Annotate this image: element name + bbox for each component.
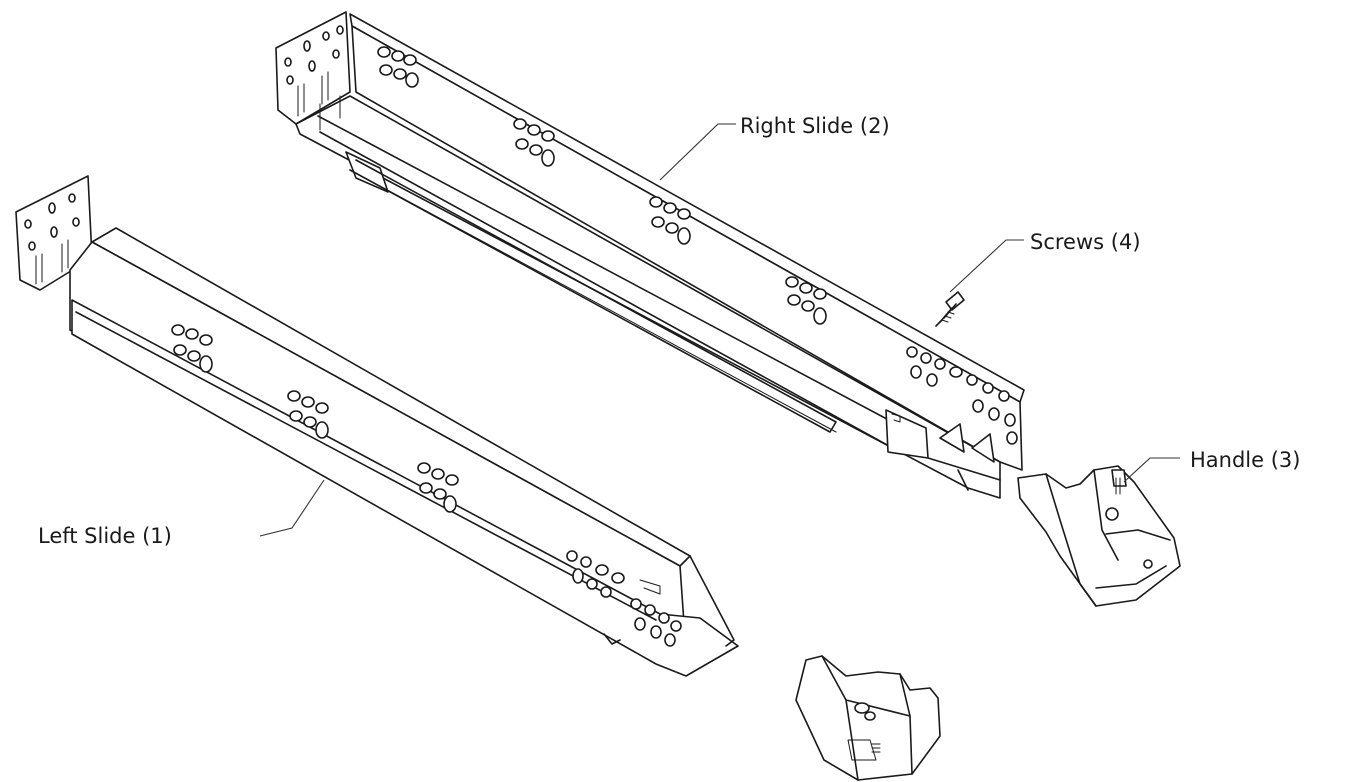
left-slide [15, 175, 739, 677]
screw [935, 291, 965, 327]
handle-lower [795, 655, 941, 781]
label-right-slide: Right Slide (2) [740, 114, 890, 138]
left-slide-bracket-holes [24, 193, 80, 285]
handle-upper [1017, 465, 1181, 607]
leader-lines [259, 123, 1180, 537]
label-screws: Screws (4) [1030, 230, 1141, 254]
right-slide-runner [295, 95, 1001, 499]
right-slide-side-wall [351, 25, 1023, 471]
left-slide-holes [171, 324, 682, 647]
right-slide-holes [377, 46, 1018, 445]
right-slide-rail-tab [345, 151, 389, 193]
label-handle: Handle (3) [1190, 448, 1300, 472]
right-slide [275, 11, 1025, 499]
label-left-slide: Left Slide (1) [38, 524, 172, 548]
right-slide-bracket-holes [284, 25, 344, 117]
